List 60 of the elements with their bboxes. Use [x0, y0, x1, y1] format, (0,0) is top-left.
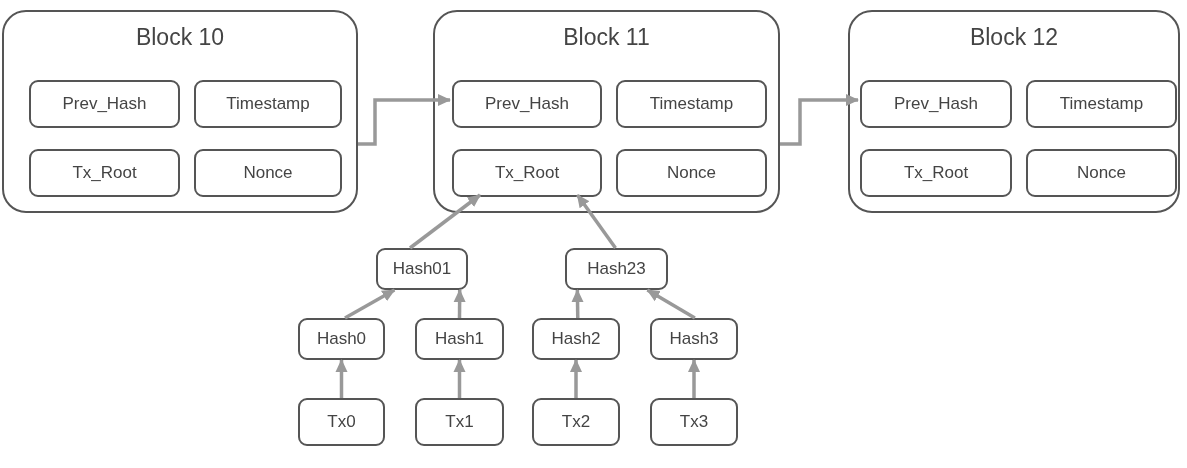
field-label: Prev_Hash: [893, 94, 979, 114]
field-label: Nonce: [243, 163, 293, 183]
field-box: [29, 149, 180, 197]
field-label: Tx3: [679, 412, 709, 432]
field-box: [1026, 149, 1177, 197]
field-label: Tx_Root: [72, 163, 137, 183]
arrow: [335, 359, 348, 398]
field-box: [298, 318, 385, 360]
field-box: [194, 149, 342, 197]
field-box: [29, 80, 180, 128]
field-label: Tx1: [445, 412, 474, 432]
field-label: Tx2: [561, 412, 591, 432]
field-label: Hash1: [434, 329, 485, 349]
field-label: Nonce: [1076, 163, 1127, 183]
field-label: Tx0: [327, 412, 356, 432]
block-title: Block 10: [135, 24, 225, 51]
field-box: [452, 149, 602, 197]
arrow: [453, 289, 466, 318]
field-label: Tx_Root: [494, 163, 560, 183]
arrow: [344, 288, 396, 320]
arrow: [571, 289, 584, 319]
field-box: [650, 318, 738, 360]
arrow: [453, 359, 466, 398]
field-label: Hash23: [587, 259, 646, 279]
field-box: [532, 398, 620, 446]
field-label: Timestamp: [649, 94, 734, 114]
arrow: [570, 359, 582, 398]
field-label: Prev_Hash: [62, 94, 147, 114]
field-label: Tx_Root: [903, 163, 969, 183]
block-title: Block 11: [563, 24, 650, 51]
field-box: [532, 318, 620, 360]
field-box: [415, 318, 504, 360]
field-label: Nonce: [666, 163, 717, 183]
arrow: [688, 359, 700, 398]
field-label: Timestamp: [226, 94, 310, 114]
field-label: Hash3: [669, 329, 719, 349]
field-box: [860, 80, 1012, 128]
block-container: [848, 10, 1180, 213]
field-box: [616, 80, 767, 128]
field-label: Timestamp: [1059, 94, 1144, 114]
field-label: Hash2: [551, 329, 601, 349]
block-container: [2, 10, 358, 213]
field-box: [565, 248, 668, 290]
field-box: [650, 398, 738, 446]
field-box: [452, 80, 602, 128]
block-container: [433, 10, 780, 213]
block-title: Block 12: [969, 24, 1059, 51]
field-label: Hash0: [316, 329, 367, 349]
arrow: [780, 94, 859, 146]
field-box: [860, 149, 1012, 197]
field-label: Hash01: [392, 259, 452, 279]
field-box: [376, 248, 468, 290]
field-box: [194, 80, 342, 128]
field-box: [616, 149, 767, 197]
arrow: [358, 94, 451, 146]
field-label: Prev_Hash: [484, 94, 570, 114]
field-box: [415, 398, 504, 446]
arrow: [646, 288, 696, 320]
field-box: [1026, 80, 1177, 128]
field-box: [298, 398, 385, 446]
